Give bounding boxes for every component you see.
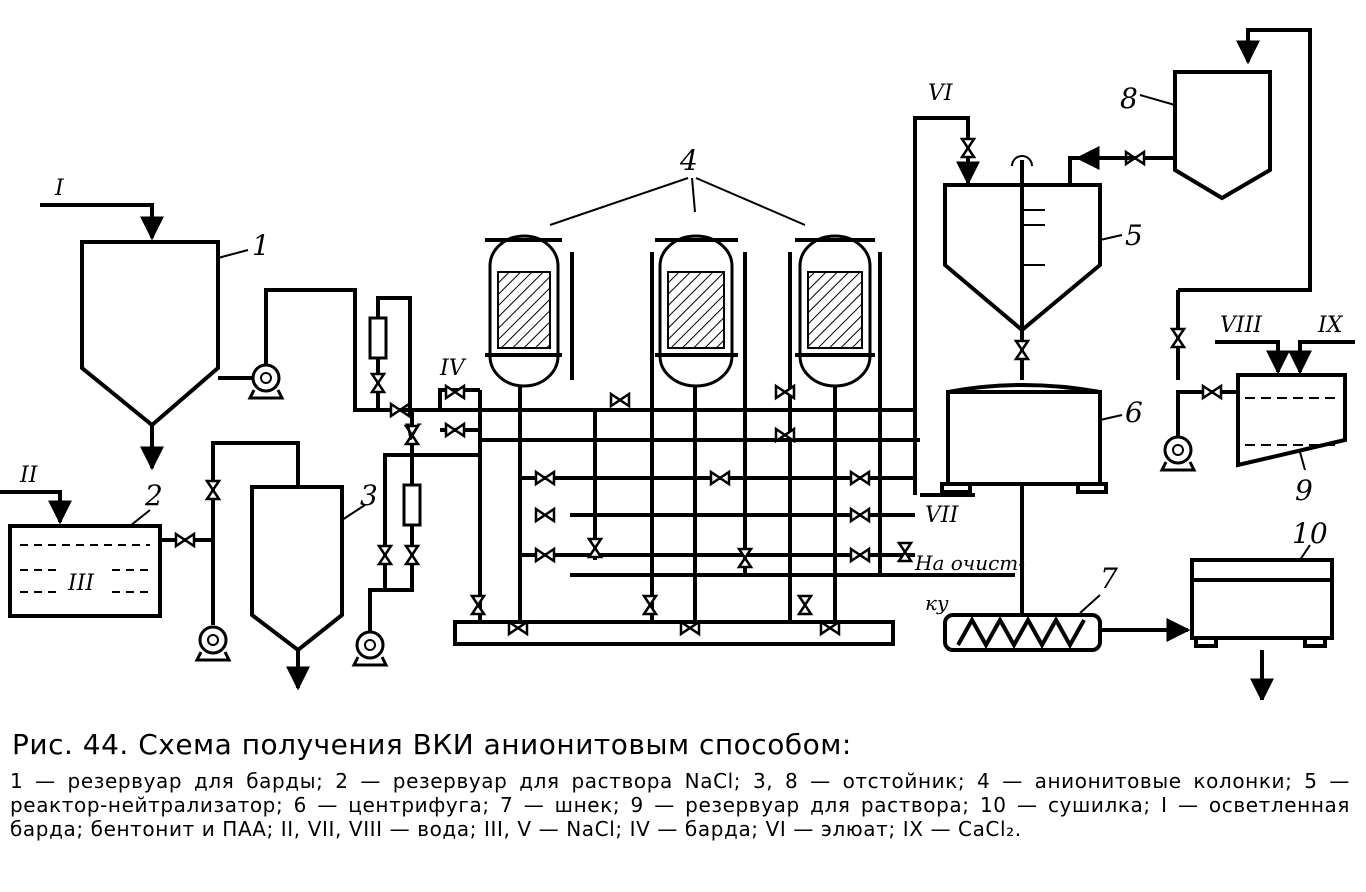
dryer-10 bbox=[1190, 544, 1334, 700]
tank-1-stillage-reservoir bbox=[80, 240, 249, 471]
label-8: 8 bbox=[1120, 82, 1138, 115]
label-stream-I: I bbox=[54, 176, 65, 201]
tank-2-nacl-reservoir bbox=[8, 509, 162, 618]
stream-return-to-8 bbox=[1178, 28, 1312, 292]
label-5: 5 bbox=[1125, 219, 1143, 252]
stream-I-inlet bbox=[40, 203, 164, 241]
flowmeter-upper bbox=[368, 296, 412, 418]
tank-9-solution bbox=[1160, 290, 1347, 472]
label-stream-IX: IX bbox=[1317, 313, 1344, 338]
label-9: 9 bbox=[1295, 474, 1313, 507]
anion-column-2 bbox=[534, 234, 753, 622]
stream-labels: I II III IV V VI VII VIII IX На очист- к… bbox=[19, 81, 1344, 615]
label-6: 6 bbox=[1125, 396, 1143, 429]
label-stream-VII: VII bbox=[925, 503, 960, 528]
stream-VII-outlet bbox=[910, 493, 1015, 577]
label-stream-III: III bbox=[67, 571, 95, 596]
flowmeter-lower bbox=[352, 410, 480, 667]
reactor-5-neutralizer bbox=[943, 155, 1123, 380]
figure-title: Рис. 44. Схема получения ВКИ анионитовым… bbox=[12, 728, 852, 761]
label-10: 10 bbox=[1292, 517, 1328, 550]
settler-3 bbox=[250, 485, 366, 691]
label-stream-II: II bbox=[19, 463, 39, 488]
stream-VI-eluate bbox=[913, 116, 980, 495]
label-to-cleaning-1: На очист- bbox=[914, 551, 1025, 575]
figure-legend: 1 — резервуар для барды; 2 — резервуар д… bbox=[10, 769, 1350, 841]
stream-II-inlet bbox=[0, 490, 72, 525]
anion-column-3 bbox=[774, 234, 913, 622]
centrifuge-6 bbox=[940, 383, 1123, 615]
label-stream-V: V bbox=[404, 421, 422, 446]
label-1: 1 bbox=[252, 229, 270, 262]
screw-conveyor-7 bbox=[943, 594, 1191, 652]
pump-tank-2 bbox=[160, 441, 300, 662]
stream-VIII-inlet bbox=[1215, 340, 1290, 375]
pump-tank-1 bbox=[218, 288, 400, 412]
figure-caption: Рис. 44. Схема получения ВКИ анионитовым… bbox=[10, 728, 1350, 841]
label-4-leaders bbox=[549, 177, 806, 226]
settler-8 bbox=[1068, 70, 1272, 201]
anion-column-1 bbox=[470, 234, 631, 622]
label-3: 3 bbox=[360, 479, 378, 512]
label-stream-VIII: VIII bbox=[1220, 313, 1263, 338]
stream-IX-inlet bbox=[1288, 340, 1355, 375]
label-2: 2 bbox=[144, 479, 163, 512]
label-stream-IV: IV bbox=[439, 356, 467, 381]
process-flow-diagram: 1 2 3 4 5 6 7 8 9 10 I II III IV V VI VI… bbox=[0, 28, 1355, 700]
equipment-labels: 1 2 3 4 5 6 7 8 9 10 bbox=[144, 82, 1328, 595]
label-stream-VI: VI bbox=[928, 81, 954, 106]
bottom-collector bbox=[453, 620, 895, 646]
label-4: 4 bbox=[679, 144, 698, 177]
label-to-cleaning-2: ку bbox=[925, 591, 949, 615]
label-7: 7 bbox=[1100, 562, 1118, 595]
